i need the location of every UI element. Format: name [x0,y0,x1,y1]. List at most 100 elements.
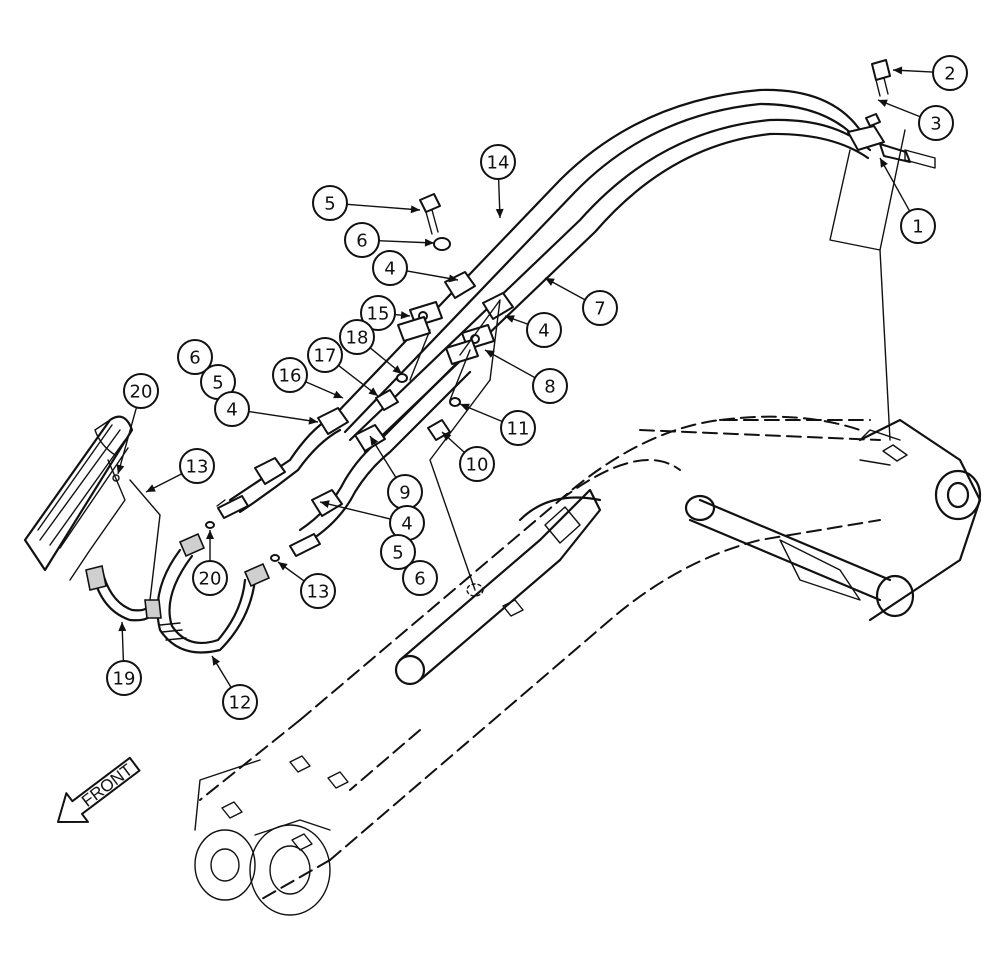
callout-c-16: 16 [272,357,344,399]
callout-circle [177,339,213,375]
boom-outline [194,415,881,916]
callout-leader [319,501,391,520]
clamp-4-middle-2 [354,424,386,452]
callout-arrowhead [495,208,504,218]
o-ring-20 [205,521,215,529]
callout-arrowhead [278,562,288,571]
callout-number: 6 [356,231,367,252]
callout-circle [402,560,438,596]
callout-arrowhead [485,350,495,358]
callout-c-5a: 5 [312,185,421,221]
callout-number: 13 [307,582,330,603]
callout-number: 14 [487,153,510,174]
washer-18 [396,373,408,383]
callout-circle [480,144,516,180]
callout-number: 9 [399,483,410,504]
clamp-4-lower-left [254,457,286,485]
hydraulic-tube-7 [348,118,872,454]
guide-lines [409,129,908,597]
fitting-right [289,533,321,557]
callout-c-17: 17 [307,337,379,397]
callout-arrowhead [146,484,156,492]
callout-c-13a: 13 [145,448,215,493]
bolt-17 [375,389,399,411]
callout-circle [307,337,343,373]
callout-circle [179,448,215,484]
callout-circle [272,357,308,393]
callout-c-3: 3 [877,99,954,141]
callout-arrowhead [392,365,402,374]
callout-number: 4 [401,514,412,535]
callout-circle [918,105,954,141]
callout-number: 8 [544,377,555,398]
callout-c-1: 1 [879,157,936,244]
callout-number: 16 [279,366,302,387]
bolt-5 [419,193,441,235]
callout-c-6b: 6 [177,339,213,375]
callout-arrowhead [545,278,555,286]
connector-block-1 [847,125,936,169]
callout-leader [484,349,536,379]
callout-arrowhead [116,464,125,474]
callout-circle [312,185,348,221]
nut-3 [865,113,881,127]
callout-c-6c: 6 [402,560,438,596]
callout-number: 13 [186,457,209,478]
callout-c-11: 11 [459,403,536,446]
callout-number: 20 [199,569,222,590]
callout-circle [932,55,968,91]
callout-arrowhead [505,315,515,323]
hydraulic-tube-14 [328,88,862,434]
callout-arrowhead [442,432,452,442]
callout-arrowhead [333,390,343,399]
callout-number: 4 [384,259,395,280]
callout-arrowhead [893,66,903,75]
callout-circle [500,410,536,446]
callout-circle [344,222,380,258]
clamp-4-middle [317,407,349,435]
hose-19 [85,565,162,622]
callout-arrowhead [370,436,379,446]
callout-c-18: 18 [339,319,403,375]
callout-number: 19 [113,669,136,690]
callout-number: 6 [414,569,425,590]
callout-c-12: 12 [211,655,258,720]
callout-arrowhead [880,158,888,168]
callout-arrowhead [410,205,420,214]
callout-circle [300,573,336,609]
callout-circle [123,373,159,409]
callout-c-14: 14 [480,144,516,219]
callout-circle [339,319,375,355]
fitting-left [216,495,249,519]
callout-number: 12 [229,693,252,714]
callout-number: 1 [912,217,923,238]
hose-12 [156,532,271,654]
callout-circle [900,208,936,244]
callout-number: 18 [346,328,369,349]
callout-c-4d: 4 [319,500,425,541]
washer-11 [449,397,461,407]
callout-leader [879,157,911,212]
callout-c-13b: 13 [277,561,336,609]
callout-c-5c: 5 [380,534,416,570]
washer-6 [433,237,451,251]
callout-leader [378,240,435,244]
callout-number: 15 [367,304,390,325]
callout-circle [222,684,258,720]
front-arrow: FRONT [57,756,141,823]
callout-circle [360,295,396,331]
boom-base [684,418,982,622]
callout-arrowhead [118,622,127,632]
callout-arrowhead [320,500,330,509]
callout-number: 11 [507,419,530,440]
callout-arrowhead [368,387,378,396]
callout-circle [106,660,142,696]
callout-c-20a: 20 [116,373,159,475]
callout-number: 5 [324,194,335,215]
callout-circle [459,446,495,482]
callout-number: 5 [212,373,223,394]
clamp-15 [397,301,443,342]
callout-number: 4 [226,400,237,421]
callout-arrowhead [206,530,214,539]
